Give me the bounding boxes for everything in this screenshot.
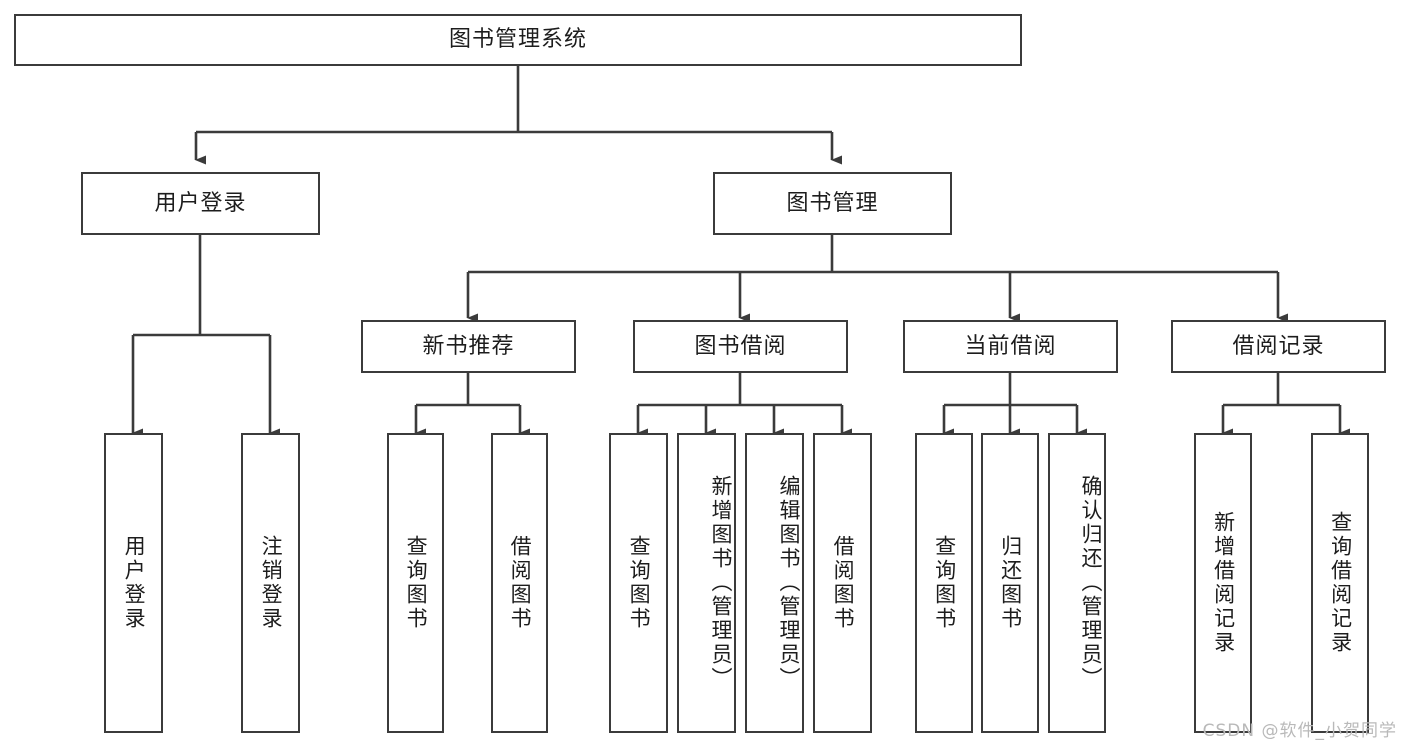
- node-leaf-logout-login-label: 注销登录: [259, 535, 284, 631]
- node-book-borrow[interactable]: 图书借阅: [633, 320, 848, 373]
- node-leaf-query-book-2-label: 查询图书: [627, 535, 652, 631]
- node-leaf-borrow-book-2-label: 借阅图书: [831, 535, 856, 631]
- node-user-login[interactable]: 用户登录: [81, 172, 320, 235]
- node-leaf-confirm-return-label: 确认归还（管理员）: [1079, 475, 1103, 691]
- node-leaf-query-book-1-label: 查询图书: [404, 535, 429, 631]
- node-new-book-recommend[interactable]: 新书推荐: [361, 320, 576, 373]
- node-leaf-user-login[interactable]: 用户登录: [104, 433, 163, 733]
- node-leaf-query-book-1[interactable]: 查询图书: [387, 433, 444, 733]
- node-book-manage-label: 图书管理: [786, 190, 879, 216]
- node-leaf-add-book-label: 新增图书（管理员）: [709, 475, 733, 691]
- node-leaf-borrow-book-2[interactable]: 借阅图书: [813, 433, 872, 733]
- node-leaf-add-record-label: 新增借阅记录: [1211, 511, 1236, 655]
- node-borrow-record[interactable]: 借阅记录: [1171, 320, 1386, 373]
- node-leaf-query-record[interactable]: 查询借阅记录: [1311, 433, 1369, 733]
- node-leaf-borrow-book-1-label: 借阅图书: [508, 535, 533, 631]
- node-user-login-label: 用户登录: [154, 190, 247, 216]
- node-leaf-edit-book-label: 编辑图书（管理员）: [777, 475, 801, 691]
- node-leaf-borrow-book-1[interactable]: 借阅图书: [491, 433, 548, 733]
- node-book-borrow-label: 图书借阅: [694, 333, 787, 359]
- node-leaf-return-book-label: 归还图书: [998, 535, 1023, 631]
- node-leaf-query-record-label: 查询借阅记录: [1328, 511, 1353, 655]
- node-leaf-return-book[interactable]: 归还图书: [981, 433, 1039, 733]
- node-leaf-add-book[interactable]: 新增图书（管理员）: [677, 433, 736, 733]
- watermark: CSDN @软件_小贺同学: [1202, 721, 1397, 741]
- node-new-book-recommend-label: 新书推荐: [422, 333, 515, 359]
- node-current-borrow[interactable]: 当前借阅: [903, 320, 1118, 373]
- node-leaf-query-book-3[interactable]: 查询图书: [915, 433, 973, 733]
- node-leaf-confirm-return[interactable]: 确认归还（管理员）: [1048, 433, 1106, 733]
- node-current-borrow-label: 当前借阅: [964, 333, 1057, 359]
- node-leaf-edit-book[interactable]: 编辑图书（管理员）: [745, 433, 804, 733]
- node-leaf-query-book-2[interactable]: 查询图书: [609, 433, 668, 733]
- node-root[interactable]: 图书管理系统: [14, 14, 1022, 66]
- node-leaf-query-book-3-label: 查询图书: [932, 535, 957, 631]
- node-leaf-user-login-label: 用户登录: [122, 535, 147, 631]
- node-borrow-record-label: 借阅记录: [1232, 333, 1325, 359]
- node-book-manage[interactable]: 图书管理: [713, 172, 952, 235]
- node-leaf-add-record[interactable]: 新增借阅记录: [1194, 433, 1252, 733]
- node-leaf-logout-login[interactable]: 注销登录: [241, 433, 300, 733]
- node-root-label: 图书管理系统: [448, 27, 587, 53]
